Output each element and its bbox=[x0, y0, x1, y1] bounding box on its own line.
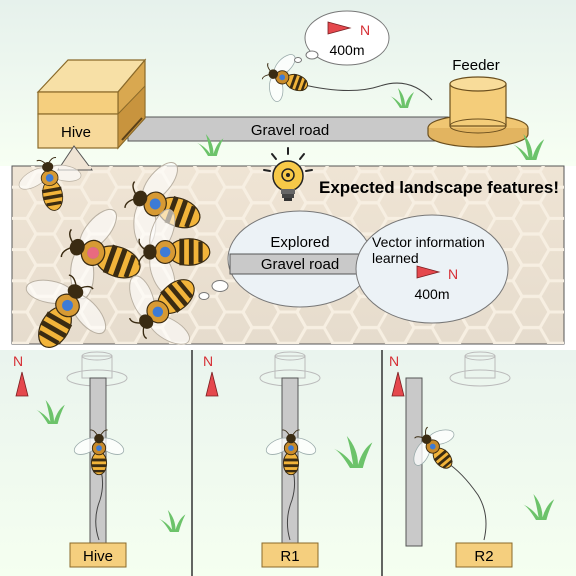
north-arrow-icon bbox=[205, 371, 219, 397]
start-label: R2 bbox=[474, 548, 493, 565]
start-box bbox=[455, 542, 513, 568]
flight-path bbox=[299, 82, 433, 101]
test-panels: Hive N R1 N bbox=[0, 350, 576, 576]
gravel-road bbox=[127, 116, 449, 142]
hive-label: Hive bbox=[61, 124, 91, 141]
compass-label: N bbox=[13, 353, 23, 369]
lightbulb-icon bbox=[263, 147, 313, 201]
dancing-bee-icon bbox=[47, 194, 158, 319]
bubble-distance: 400m bbox=[329, 42, 364, 58]
start-box bbox=[69, 542, 127, 568]
panel-r2: R2 N bbox=[389, 351, 555, 568]
vector-compass: N bbox=[448, 266, 458, 282]
compass-label: N bbox=[203, 353, 213, 369]
headline: Expected landscape features! bbox=[319, 178, 559, 197]
feeder-label: Feeder bbox=[452, 57, 500, 74]
feeder bbox=[427, 76, 529, 148]
vector-thought-bubble: N 400m bbox=[294, 10, 390, 66]
gravel-road-label: Gravel road bbox=[251, 122, 329, 139]
panel-r1: R1 N bbox=[203, 351, 373, 568]
explored-road-label: Gravel road bbox=[261, 256, 339, 273]
bubble-compass: N bbox=[360, 22, 370, 38]
north-arrow-icon bbox=[391, 371, 405, 397]
explored-title: Explored bbox=[270, 234, 329, 251]
explored-thought: Explored Gravel road bbox=[227, 210, 373, 308]
start-label: R1 bbox=[280, 548, 299, 565]
start-label: Hive bbox=[83, 548, 113, 565]
start-box bbox=[261, 542, 319, 568]
comb-section: Explored Gravel road Vector information … bbox=[1, 145, 565, 371]
panel-hive: Hive N bbox=[13, 351, 186, 568]
vector-learned-thought: Vector information learned N 400m bbox=[355, 214, 509, 324]
vector-distance: 400m bbox=[414, 286, 449, 302]
hive bbox=[36, 58, 147, 150]
vector-line1: Vector information bbox=[372, 234, 485, 250]
top-landscape: Gravel road Hive Feeder bbox=[0, 0, 576, 166]
vector-line2: learned bbox=[372, 250, 419, 266]
compass-label: N bbox=[389, 353, 399, 369]
ghost-feeder bbox=[449, 351, 511, 387]
north-arrow-icon bbox=[15, 371, 29, 397]
